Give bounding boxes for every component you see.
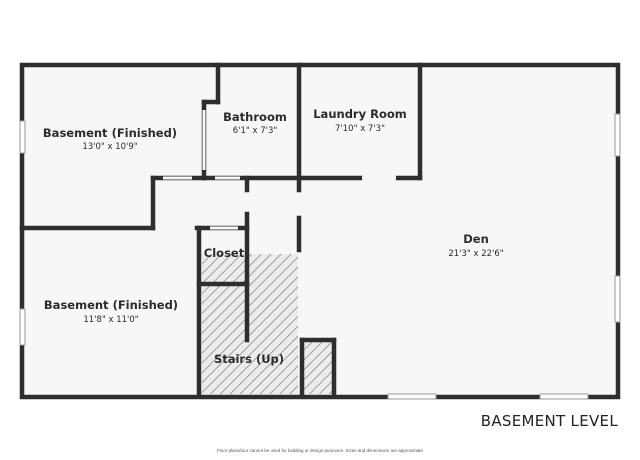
walls: [19, 62, 621, 400]
bathroom-name: Bathroom: [223, 110, 287, 124]
den-dims: 21'3" x 22'6": [448, 249, 503, 259]
stairs-hatch: [202, 254, 298, 394]
disclaimer: Floor plans/tour cannot be used for buil…: [216, 448, 424, 453]
basement-2-dims: 11'8" x 11'0": [83, 315, 138, 325]
basement-1-name: Basement (Finished): [43, 126, 177, 140]
laundry-name: Laundry Room: [313, 107, 407, 121]
laundry-dims: 7'10" x 7'3": [335, 124, 385, 134]
basement-1-dims: 13'0" x 10'9": [82, 142, 137, 152]
stairs-hatch-small: [302, 340, 334, 394]
closet-name: Closet: [204, 246, 245, 260]
basement-2-name: Basement (Finished): [44, 298, 178, 312]
windows: [19, 113, 621, 400]
bathroom-dims: 6'1" x 7'3": [233, 126, 278, 136]
door-openings: [163, 110, 396, 230]
den-name: Den: [463, 232, 489, 246]
level-title: BASEMENT LEVEL: [480, 412, 618, 430]
stairs-name: Stairs (Up): [214, 352, 284, 366]
